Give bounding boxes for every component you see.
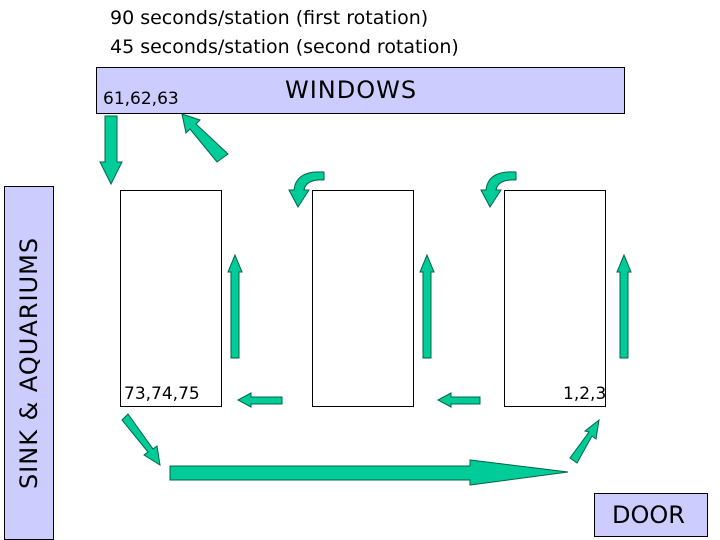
arrow-up-icon xyxy=(419,253,435,359)
arrow-up-icon xyxy=(227,253,243,359)
arrow-up-right-icon xyxy=(569,418,600,464)
arrow-long-right-icon xyxy=(169,459,569,486)
station-label-top-left: 61,62,63 xyxy=(103,89,179,109)
curved-arrow-icon xyxy=(480,171,517,208)
door-label: DOOR xyxy=(612,501,685,529)
arrow-left-icon xyxy=(436,392,481,408)
door-box: DOOR xyxy=(594,493,708,537)
windows-label: WINDOWS xyxy=(285,76,418,104)
rotation-caption-first: 90 seconds/station (first rotation) xyxy=(110,7,429,29)
arrow-up-icon xyxy=(616,253,632,359)
arrow-up-left-icon xyxy=(181,113,229,163)
windows-box: WINDOWS xyxy=(96,67,625,114)
curved-arrow-icon xyxy=(288,171,325,208)
rotation-caption-second: 45 seconds/station (second rotation) xyxy=(110,36,459,58)
arrow-down-right-icon xyxy=(121,413,161,467)
arrow-down-icon xyxy=(99,115,123,186)
arrow-left-icon xyxy=(236,392,283,408)
station-table-right xyxy=(504,190,606,407)
sink-aquariums-box: SINK & AQUARIUMS xyxy=(4,186,54,540)
station-table-middle xyxy=(312,190,414,407)
station-table-left xyxy=(120,190,222,407)
station-label-bottom-left: 73,74,75 xyxy=(124,384,200,404)
station-label-bottom-right: 1,2,3 xyxy=(563,384,607,404)
